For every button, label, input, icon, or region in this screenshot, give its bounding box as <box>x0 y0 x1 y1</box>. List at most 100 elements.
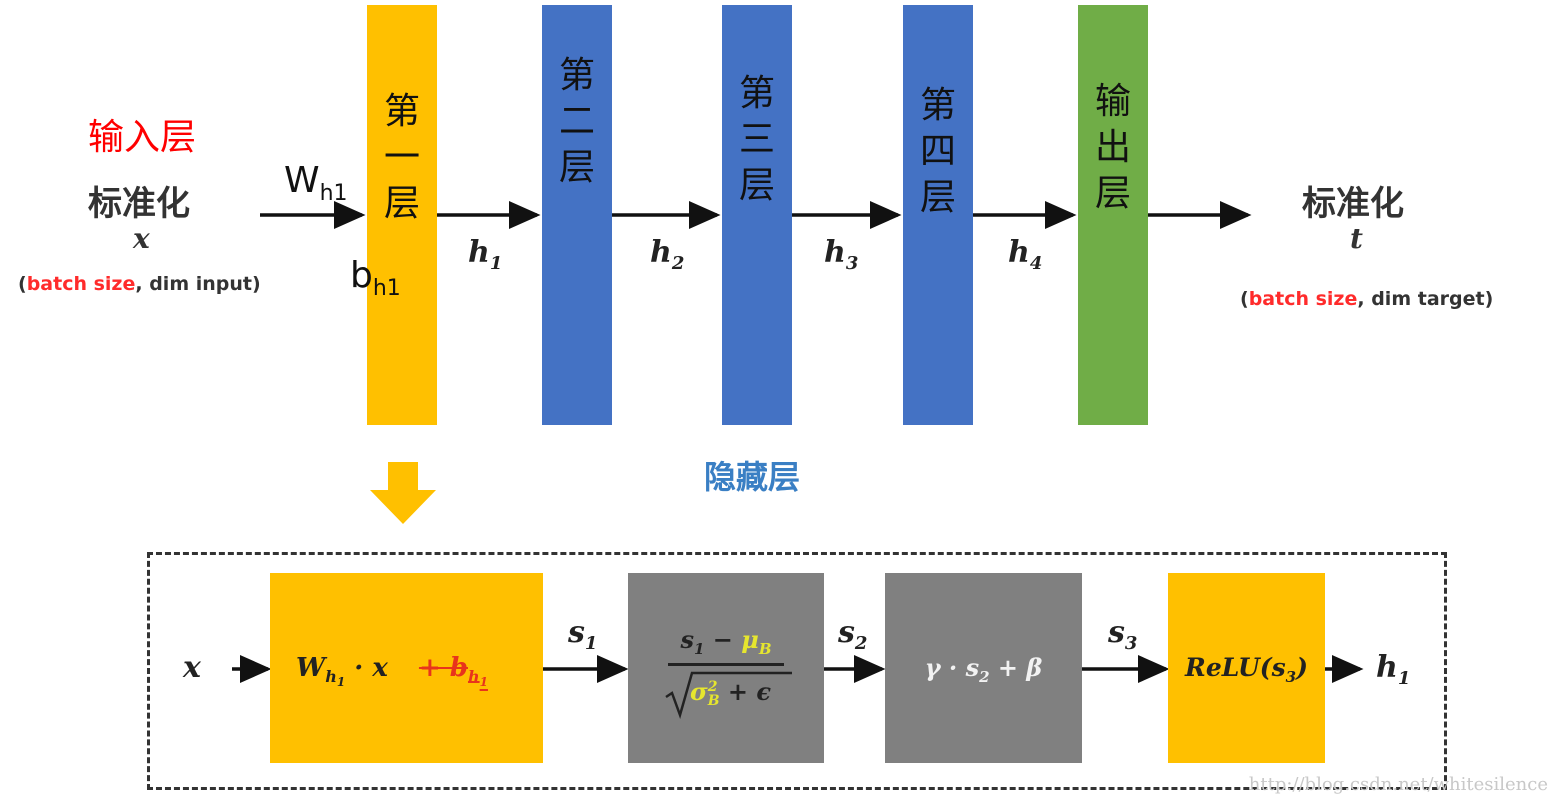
linear-w: W <box>296 653 326 683</box>
input-dim: (batch size, dim input) <box>18 273 261 295</box>
layer-output-char: 输 <box>1094 81 1131 122</box>
linear-box: Wh1 · x + bh1 <box>270 573 543 763</box>
s2-label: s2 <box>838 615 867 654</box>
bias-sub: h1 <box>372 276 401 302</box>
norm-sigma: σ <box>690 677 708 706</box>
layer-1-char: 层 <box>383 183 420 224</box>
down-arrow-icon <box>370 462 436 524</box>
bias-label: bh1 <box>350 255 401 301</box>
layer-4-char: 第 <box>919 85 956 126</box>
layer-1-char: 一 <box>383 137 420 178</box>
input-dim-rest: , dim input) <box>135 273 261 295</box>
detail-input-var: x <box>183 650 201 685</box>
layer-detail-box <box>147 552 1447 790</box>
layer-4: 第 四 层 <box>903 5 973 425</box>
weight-sub: h1 <box>319 181 348 207</box>
norm-sigma-sub: B <box>707 692 720 709</box>
relu-box: ReLU(s3) <box>1168 573 1325 763</box>
h-label-3: h3 <box>824 235 858 274</box>
layer-2: 第 二 层 <box>542 5 612 425</box>
h-label-3-main: h <box>824 235 846 270</box>
input-normalize-title: 标准化 <box>88 184 190 224</box>
layer-output-char: 层 <box>1094 173 1131 214</box>
relu-formula: ReLU(s3) <box>1168 653 1325 686</box>
linear-bias-sub: h <box>467 667 480 687</box>
norm-mu-sub: B <box>758 639 772 658</box>
linear-bias-sub2: 1 <box>479 675 488 690</box>
h-label-2-main: h <box>650 235 672 270</box>
weight-label: Wh1 <box>284 160 348 206</box>
linear-dot-x: · x <box>354 653 388 683</box>
layer-3-char: 三 <box>738 119 775 160</box>
relu-sub: 3 <box>1285 668 1297 686</box>
output-var: t <box>1350 222 1363 255</box>
layer-2-char: 第 <box>558 55 595 96</box>
h-label-2-sub: 2 <box>671 253 685 274</box>
norm-mu: μ <box>741 625 759 654</box>
output-dim-batch: batch size <box>1248 288 1358 310</box>
layer-3-char: 层 <box>738 165 775 206</box>
h-label-4-main: h <box>1008 235 1030 270</box>
s2-main: s <box>838 615 855 650</box>
scale-shift-box: γ · s2 + β <box>885 573 1082 763</box>
s3-label: s3 <box>1108 615 1137 654</box>
weight-main: W <box>284 160 320 201</box>
s1-main: s <box>568 615 585 650</box>
norm-s: s <box>680 625 694 654</box>
scale-sub: 2 <box>979 667 990 686</box>
output-normalize-title: 标准化 <box>1302 184 1404 224</box>
s1-sub: 1 <box>584 633 598 654</box>
output-dim-rest: , dim target) <box>1357 288 1494 310</box>
norm-sigma-sup: 2 <box>707 678 718 695</box>
layer-1-char: 第 <box>383 91 420 132</box>
norm-s-sub: 1 <box>693 639 705 658</box>
h-label-1-main: h <box>468 235 490 270</box>
layer-output: 输 出 层 <box>1078 5 1148 425</box>
hidden-layer-label: 隐藏层 <box>704 458 801 496</box>
linear-bias: + bh1 <box>418 653 488 689</box>
output-dim: (batch size, dim target) <box>1240 288 1493 310</box>
layer-1: 第 一 层 <box>367 5 437 425</box>
h-label-1-sub: 1 <box>489 253 503 274</box>
sqrt-icon <box>665 671 792 719</box>
linear-w-sub2: 1 <box>336 675 346 690</box>
detail-output-main: h <box>1376 650 1398 685</box>
s3-main: s <box>1108 615 1125 650</box>
output-dim-open: ( <box>1240 288 1249 310</box>
layer-output-char: 出 <box>1094 127 1131 168</box>
input-var: x <box>133 222 150 255</box>
s3-sub: 3 <box>1124 633 1138 654</box>
input-layer-label: 输入层 <box>88 117 197 158</box>
scale-rest: + β <box>989 653 1043 682</box>
normalize-numerator: s1 − μB <box>628 625 824 658</box>
relu-text: ReLU(s <box>1185 653 1286 682</box>
h-label-1: h1 <box>468 235 502 274</box>
linear-formula: Wh1 · x + bh1 <box>296 653 488 689</box>
scale-shift-formula: γ · s2 + β <box>885 653 1082 686</box>
scale-gamma: γ · s <box>924 653 980 682</box>
relu-close: ) <box>1296 653 1308 682</box>
h-label-4: h4 <box>1008 235 1042 274</box>
layer-2-char: 二 <box>558 101 595 142</box>
layer-3: 第 三 层 <box>722 5 792 425</box>
layer-2-char: 层 <box>558 147 595 188</box>
layer-4-char: 四 <box>919 131 956 172</box>
norm-minus: − <box>704 625 742 654</box>
s2-sub: 2 <box>854 633 868 654</box>
h-label-2: h2 <box>650 235 684 274</box>
linear-bias-text: + b <box>418 653 468 683</box>
watermark: http://blog.csdn.net/whitesilence <box>1248 774 1548 795</box>
detail-output-var: h1 <box>1376 650 1410 689</box>
layer-4-char: 层 <box>919 177 956 218</box>
input-dim-batch: batch size <box>26 273 136 295</box>
bias-main: b <box>350 255 373 296</box>
input-dim-open: ( <box>18 273 27 295</box>
s1-label: s1 <box>568 615 597 654</box>
norm-plus-eps: + ϵ <box>719 677 771 706</box>
h-label-4-sub: 4 <box>1029 253 1043 274</box>
normalize-fraction-bar <box>668 663 784 666</box>
h-label-3-sub: 3 <box>845 253 859 274</box>
